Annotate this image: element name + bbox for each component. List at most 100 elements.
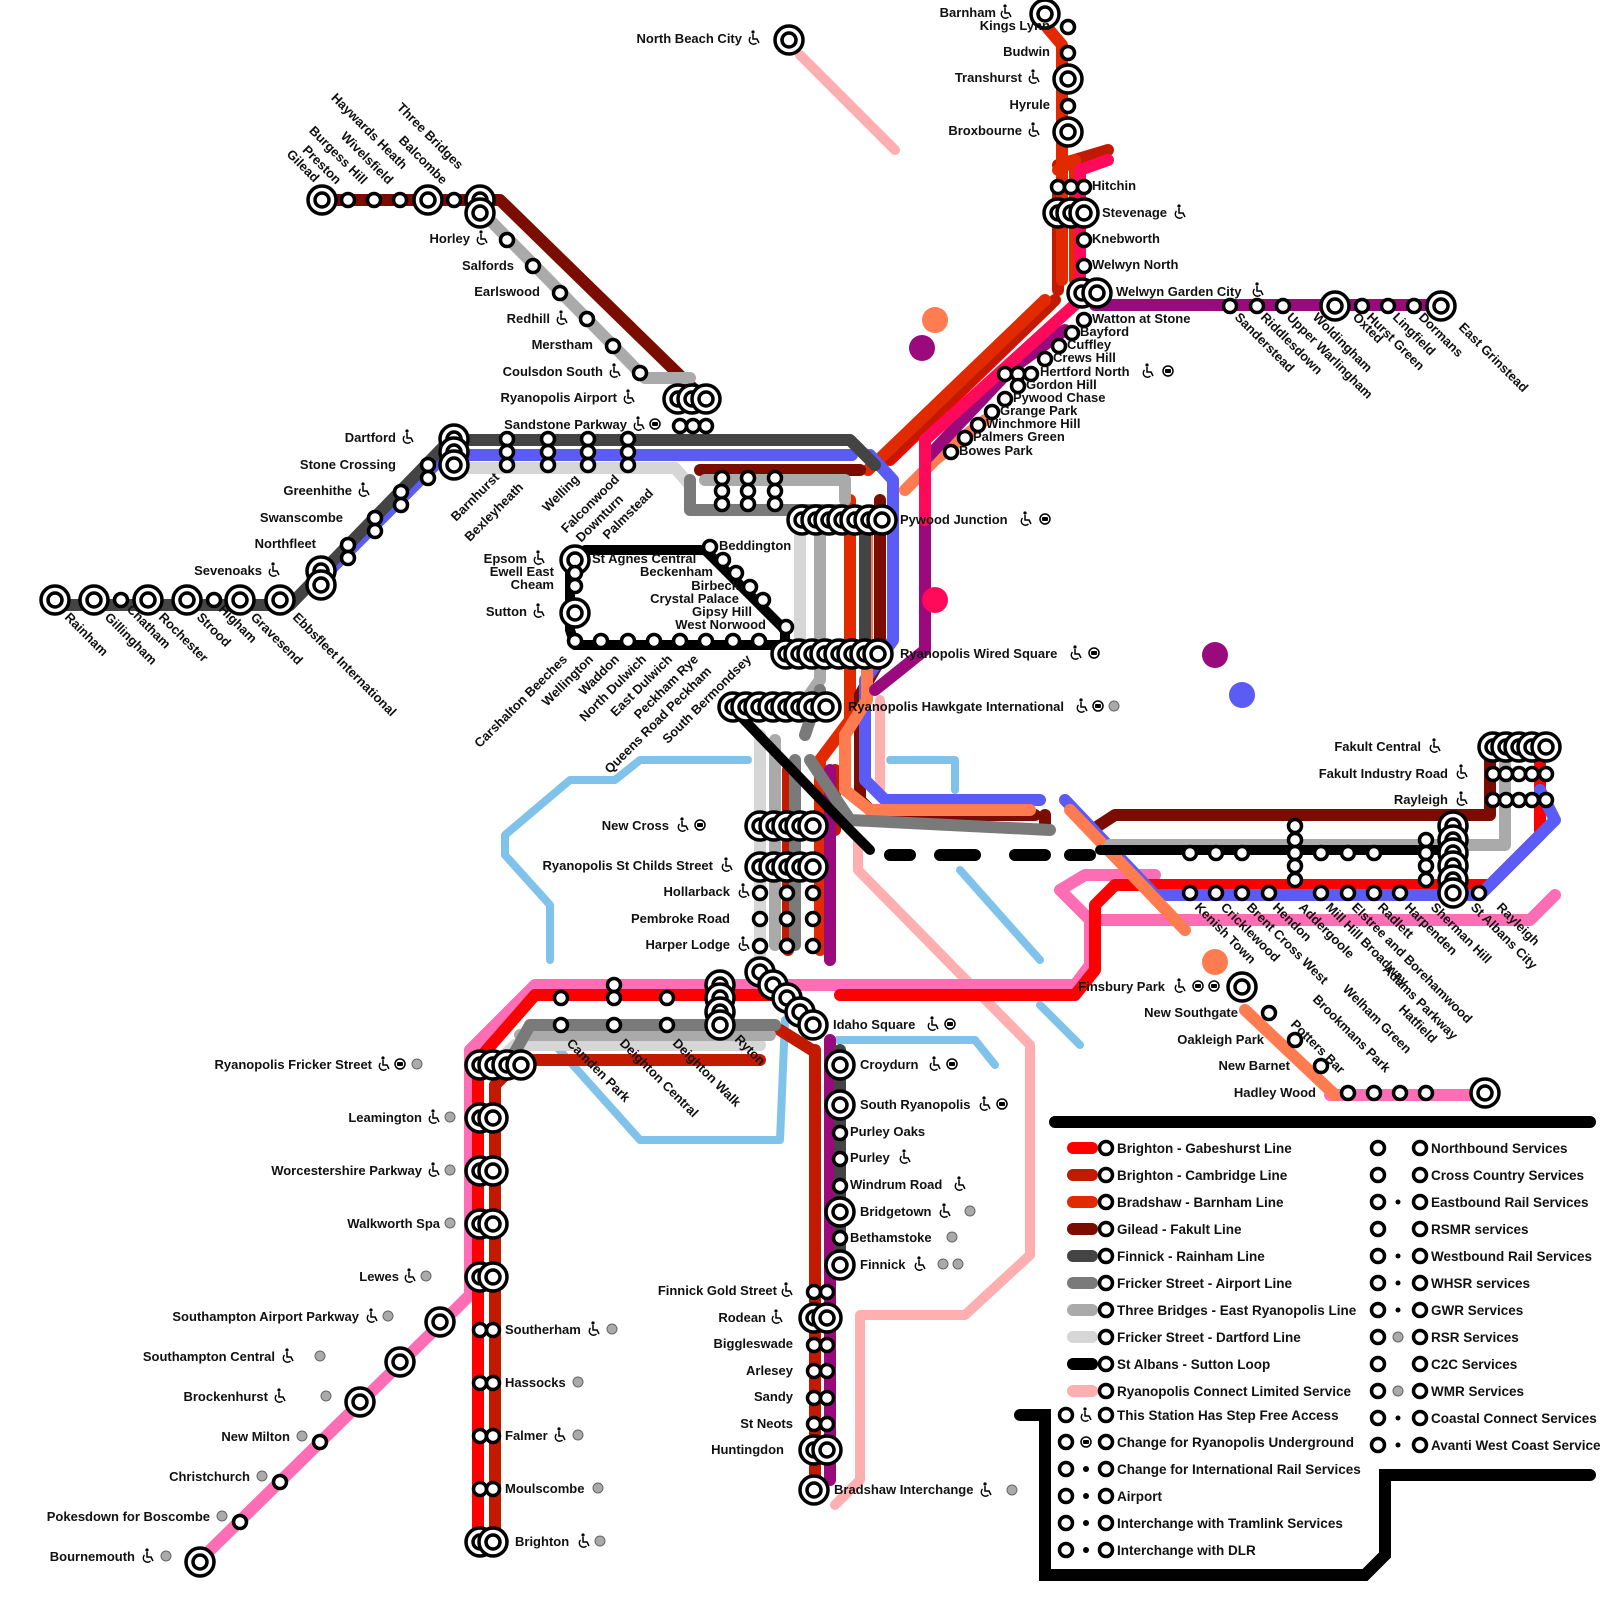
wheelchair-icon xyxy=(1071,645,1081,659)
label-bethamstoke: Bethamstoke xyxy=(850,1230,932,1245)
purple-dot xyxy=(909,335,935,361)
legend-station-marker xyxy=(1372,1439,1385,1452)
rsr-icon xyxy=(938,1259,948,1269)
label-brighton: Brighton xyxy=(515,1534,569,1549)
label-welwyn-north: Welwyn North xyxy=(1092,257,1178,272)
legend-line-label: Ryanopolis Connect Limited Service xyxy=(1117,1384,1352,1399)
legend-facility-item: Change for Ryanopolis Underground xyxy=(1060,1435,1355,1450)
label-huntingdon: Huntingdon xyxy=(711,1442,784,1457)
label-cheam: Cheam xyxy=(511,577,554,592)
wheelchair-icon xyxy=(1029,122,1039,136)
legend-lines: Brighton - Gabeshurst LineBrighton - Cam… xyxy=(1073,1141,1357,1399)
legend-station-marker xyxy=(1060,1544,1073,1557)
underground-icon xyxy=(945,1019,955,1029)
wheelchair-icon xyxy=(379,1056,389,1070)
label-ryanopolis-airport: Ryanopolis Airport xyxy=(500,390,617,405)
legend-station-marker xyxy=(1100,1250,1113,1263)
rsr-icon xyxy=(257,1471,267,1481)
label-stevenage: Stevenage xyxy=(1102,205,1167,220)
legend-line-item: St Albans - Sutton Loop xyxy=(1073,1357,1270,1372)
legend-station-marker xyxy=(1372,1277,1385,1290)
legend-station-marker xyxy=(1414,1385,1427,1398)
label-welwyn-garden-city: Welwyn Garden City xyxy=(1116,284,1242,299)
wheelchair-icon xyxy=(1001,4,1011,18)
legend-operator-item: WHSR services xyxy=(1372,1276,1531,1291)
legend-station-marker xyxy=(1100,1358,1113,1371)
legend: Brighton - Gabeshurst LineBrighton - Cam… xyxy=(1060,1141,1600,1558)
label-new-cross: New Cross xyxy=(602,818,669,833)
label-st-neots: St Neots xyxy=(740,1416,793,1431)
underground-icon xyxy=(1193,981,1203,991)
legend-operator-item: Eastbound Rail Services xyxy=(1372,1195,1589,1210)
rsr-icon xyxy=(573,1377,583,1387)
legend-station-marker xyxy=(1100,1169,1113,1182)
underground-icon xyxy=(1089,648,1099,658)
international-rail-icon xyxy=(1083,1466,1089,1472)
wheelchair-icon xyxy=(405,1268,415,1282)
legend-line-item: Three Bridges - East Ryanopolis Line xyxy=(1073,1303,1357,1318)
legend-operator-label: Westbound Rail Services xyxy=(1431,1249,1592,1264)
label-bridgetown: Bridgetown xyxy=(860,1204,932,1219)
label-sevenoaks: Sevenoaks xyxy=(194,563,262,578)
legend-operator-item: C2C Services xyxy=(1372,1357,1518,1372)
wheelchair-icon xyxy=(1175,978,1185,992)
legend-station-marker xyxy=(1100,1490,1113,1503)
legend-station-marker xyxy=(1100,1463,1113,1476)
label-pokesdown: Pokesdown for Boscombe xyxy=(47,1509,210,1524)
label-southampton-airport-parkway: Southampton Airport Parkway xyxy=(172,1309,359,1324)
label-transhurst: Transhurst xyxy=(955,70,1023,85)
label-earlswood: Earlswood xyxy=(474,284,540,299)
rsr-icon xyxy=(595,1536,605,1546)
wheelchair-icon xyxy=(772,1309,782,1323)
rsr-icon xyxy=(1393,1332,1403,1342)
legend-station-marker xyxy=(1100,1304,1113,1317)
legend-station-marker xyxy=(1414,1169,1427,1182)
rsr-icon xyxy=(321,1391,331,1401)
wheelchair-icon xyxy=(429,1162,439,1176)
wheelchair-icon xyxy=(275,1388,285,1402)
wheelchair-icon xyxy=(610,363,620,377)
legend-operator-item: Cross Country Services xyxy=(1372,1168,1585,1183)
legend-line-item: Brighton - Gabeshurst Line xyxy=(1073,1141,1292,1156)
legend-facility-item: Interchange with Tramlink Services xyxy=(1060,1516,1343,1531)
wheelchair-icon xyxy=(1457,764,1467,778)
label-leamington: Leamington xyxy=(348,1110,422,1125)
legend-facilities: This Station Has Step Free AccessChange … xyxy=(1060,1407,1361,1558)
hotpink-dot xyxy=(922,587,948,613)
wheelchair-icon xyxy=(1029,69,1039,83)
wheelchair-icon xyxy=(1457,791,1467,805)
bus-icon xyxy=(1396,1281,1401,1286)
wheelchair-icon xyxy=(1253,282,1263,296)
wmr-icon xyxy=(1393,1386,1403,1396)
label-arlesey: Arlesey xyxy=(746,1363,794,1378)
label-hitchin: Hitchin xyxy=(1092,178,1136,193)
label-rayleigh: Rayleigh xyxy=(1394,792,1448,807)
underground-icon xyxy=(947,1059,957,1069)
rsr-icon xyxy=(217,1511,227,1521)
label-finsbury-park: Finsbury Park xyxy=(1078,979,1165,994)
wheelchair-icon xyxy=(283,1348,293,1362)
underground-icon xyxy=(695,820,705,830)
legend-operator-item: Northbound Services xyxy=(1372,1141,1568,1156)
legend-line-label: Fricker Street - Airport Line xyxy=(1117,1276,1293,1291)
small-dot-icon xyxy=(1396,1254,1401,1259)
legend-line-label: Bradshaw - Barnham Line xyxy=(1117,1195,1284,1210)
label-redhill: Redhill xyxy=(507,311,550,326)
label-bowes-park: Bowes Park xyxy=(959,443,1033,458)
wheelchair-icon xyxy=(477,230,487,244)
label-greenhithe: Greenhithe xyxy=(283,483,352,498)
wheelchair-icon xyxy=(534,603,544,617)
label-broxbourne: Broxbourne xyxy=(948,123,1022,138)
legend-station-marker xyxy=(1414,1250,1427,1263)
legend-facility-item: Interchange with DLR xyxy=(1060,1543,1257,1558)
wheelchair-icon xyxy=(1081,1407,1091,1421)
eastbound-icon xyxy=(1396,1200,1401,1205)
wheelchair-icon xyxy=(955,1176,965,1190)
rsr-icon xyxy=(445,1218,455,1228)
rsr-icon xyxy=(445,1112,455,1122)
legend-operator-item: Avanti West Coast Services xyxy=(1372,1438,1600,1453)
label-bournemouth: Bournemouth xyxy=(50,1549,135,1564)
underground-icon xyxy=(1093,701,1103,711)
legend-station-marker xyxy=(1414,1304,1427,1317)
rsr-icon xyxy=(315,1351,325,1361)
